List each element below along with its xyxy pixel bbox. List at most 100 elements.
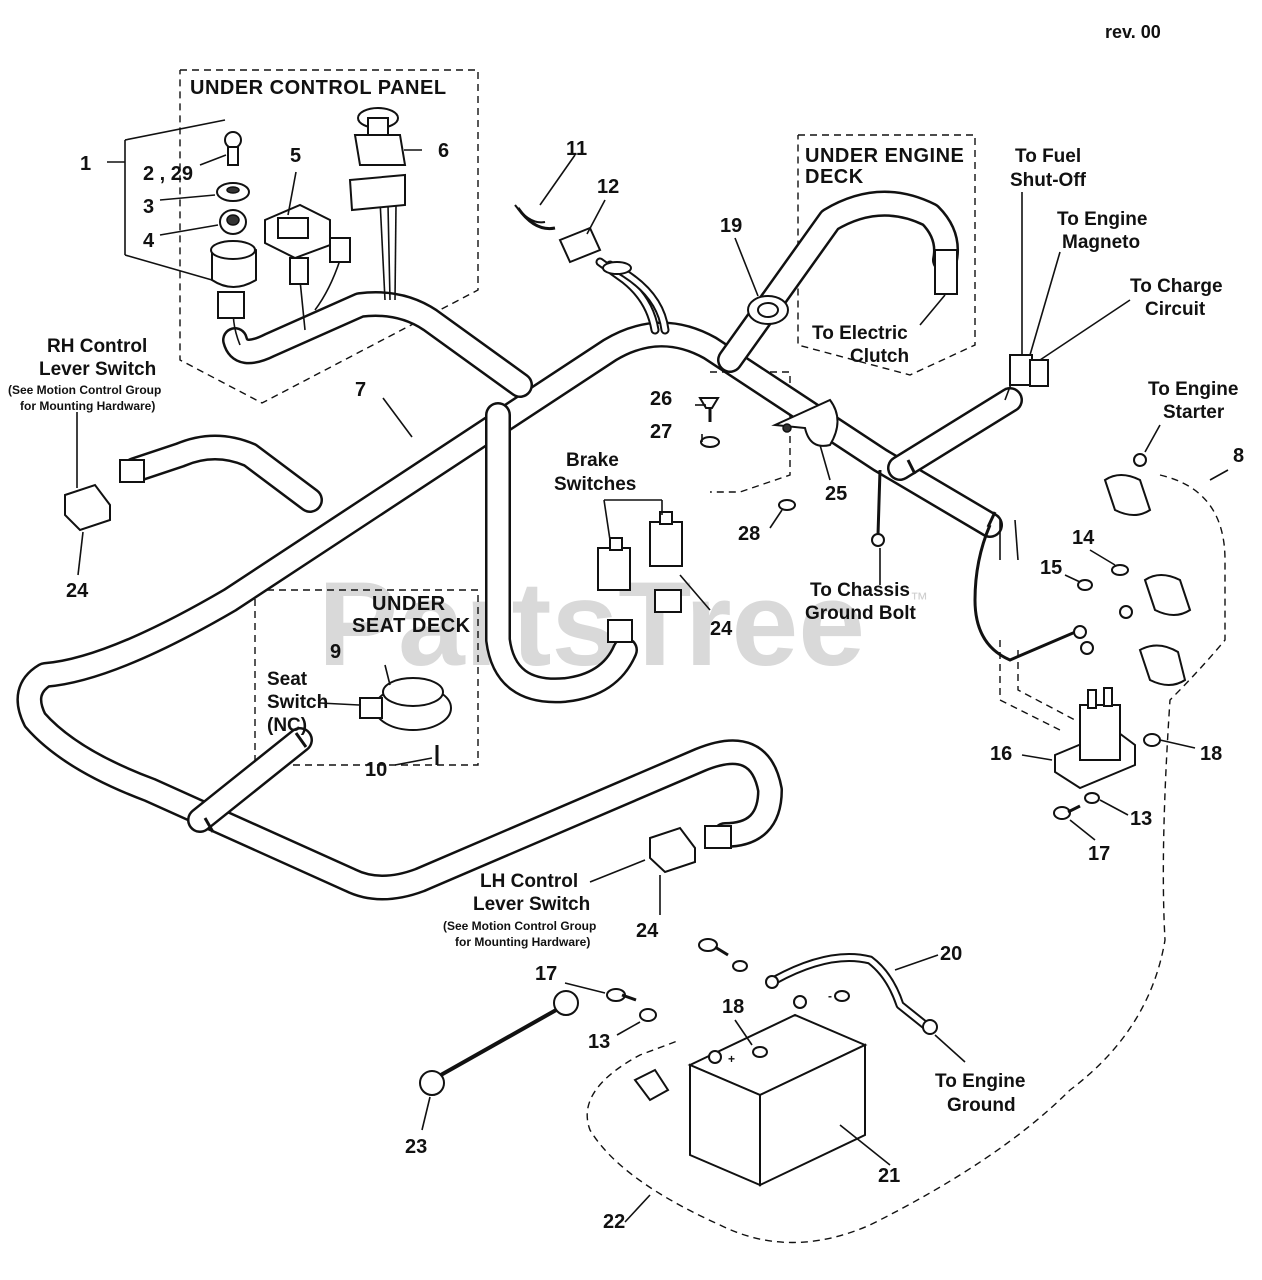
ignition-key	[224, 131, 242, 166]
charge-label-2: Circuit	[1145, 299, 1206, 320]
terminal-boot-3	[1138, 644, 1187, 686]
positive-boot	[633, 1068, 670, 1102]
callout-24-brake: 24	[710, 618, 733, 640]
electric-clutch-label-2: Clutch	[850, 346, 909, 367]
brake-label-1: Brake	[566, 450, 619, 471]
chassis-ground-terminal	[871, 533, 885, 547]
callout-5: 5	[290, 145, 301, 167]
callout-22: 22	[603, 1211, 625, 1233]
seat-switch-label-3: (NC)	[267, 715, 307, 736]
branch-wires	[232, 199, 1081, 662]
callout-9: 9	[330, 641, 341, 663]
under-engine-deck-box	[797, 134, 976, 376]
nut-18-battery	[752, 1046, 768, 1058]
starter-label-2: Starter	[1163, 402, 1225, 423]
callout-28: 28	[738, 523, 760, 545]
callout-1: 1	[80, 153, 91, 175]
callout-18-solenoid: 18	[1200, 743, 1222, 765]
battery	[687, 995, 868, 1187]
leader-lines	[76, 119, 1229, 1223]
solenoid-dashed-links	[999, 640, 1076, 731]
callout-20: 20	[940, 943, 962, 965]
lh-switch-label-2: Lever Switch	[473, 894, 590, 915]
descriptive-labels: RH Control Lever Switch (See Motion Cont…	[8, 146, 1238, 1116]
brake-switch-2	[649, 511, 683, 567]
battery-minus: -	[828, 989, 832, 1003]
engine-ground-label-2: Ground	[947, 1095, 1016, 1116]
revision-label: rev. 00	[1105, 22, 1161, 42]
trademark: ™	[910, 589, 928, 609]
ground-cable	[765, 953, 938, 1035]
callout-24-rh: 24	[66, 580, 89, 602]
callout-10: 10	[365, 759, 387, 781]
lh-note-2: for Mounting Hardware)	[455, 935, 590, 949]
callout-8: 8	[1233, 445, 1244, 467]
callout-12: 12	[597, 176, 619, 198]
positive-cable-dashed	[586, 474, 1226, 1244]
ignition-nut	[216, 182, 250, 202]
harness-clamp	[771, 398, 839, 447]
terminal-boot-1	[1103, 474, 1152, 516]
starter-label-1: To Engine	[1148, 379, 1238, 400]
under-control-panel-header: UNDER CONTROL PANEL	[190, 77, 447, 99]
callout-3: 3	[143, 196, 154, 218]
washer-18-solenoid	[1143, 733, 1161, 747]
pto-switch	[264, 203, 351, 285]
callout-15: 15	[1040, 557, 1062, 579]
under-engine-deck-header-2: DECK	[805, 166, 864, 188]
under-control-panel-box	[179, 69, 479, 404]
nut-14	[1111, 564, 1129, 576]
push-pull-switch	[348, 107, 407, 212]
callout-21: 21	[878, 1165, 900, 1187]
rh-note-1: (See Motion Control Group	[8, 383, 161, 397]
fuel-label-2: Shut-Off	[1010, 170, 1087, 191]
terminal-boot-2	[1143, 574, 1192, 616]
callout-17-solenoid: 17	[1088, 843, 1110, 865]
callout-17-battery: 17	[535, 963, 557, 985]
clip-part	[514, 204, 556, 231]
callout-25: 25	[825, 483, 847, 505]
under-seat-deck-header-1: UNDER	[372, 593, 446, 615]
callout-11: 11	[566, 138, 587, 160]
brake-switch-1	[597, 537, 631, 591]
engine-connectors	[1009, 354, 1049, 387]
washer-13-battery	[639, 1008, 657, 1022]
fuel-label-1: To Fuel	[1015, 146, 1081, 167]
washer-13-solenoid	[1084, 792, 1100, 804]
seat-switch	[359, 677, 452, 731]
electric-clutch-label-1: To Electric	[812, 323, 908, 344]
clutch-connector	[934, 249, 958, 295]
rh-switch-label-1: RH Control	[47, 336, 147, 357]
main-harness	[16, 190, 1023, 901]
callout-7: 7	[355, 379, 366, 401]
rh-control-lever-switch	[64, 459, 145, 532]
callout-2-29: 2 , 29	[143, 163, 193, 185]
callout-14: 14	[1072, 527, 1095, 549]
chassis-label-2: Ground Bolt	[805, 603, 916, 624]
magneto-label-2: Magneto	[1062, 232, 1140, 253]
chassis-label-1: To Chassis	[810, 580, 910, 601]
ignition-bezel	[219, 209, 247, 235]
engine-ground-label-1: To Engine	[935, 1071, 1025, 1092]
callout-6: 6	[438, 140, 449, 162]
harness-tape-marks	[203, 459, 997, 833]
under-engine-deck-header-1: UNDER ENGINE	[805, 145, 964, 167]
magneto-label-1: To Engine	[1057, 209, 1147, 230]
callout-23: 23	[405, 1136, 427, 1158]
callout-13-solenoid: 13	[1130, 808, 1152, 830]
starter-cable-terminal	[1133, 453, 1147, 467]
battery-plus: +	[728, 1052, 735, 1066]
screw-26	[698, 397, 720, 422]
ring-terminals	[1073, 605, 1133, 655]
grommet	[747, 295, 789, 325]
callout-16: 16	[990, 743, 1012, 765]
washer-15	[1077, 579, 1093, 591]
rh-note-2: for Mounting Hardware)	[20, 399, 155, 413]
seat-switch-label-2: Switch	[267, 692, 328, 713]
callout-24-lh: 24	[636, 920, 659, 942]
battery-strap	[419, 990, 579, 1096]
callout-13-battery: 13	[588, 1031, 610, 1053]
under-seat-deck-box	[254, 589, 479, 766]
charge-label-1: To Charge	[1130, 276, 1223, 297]
